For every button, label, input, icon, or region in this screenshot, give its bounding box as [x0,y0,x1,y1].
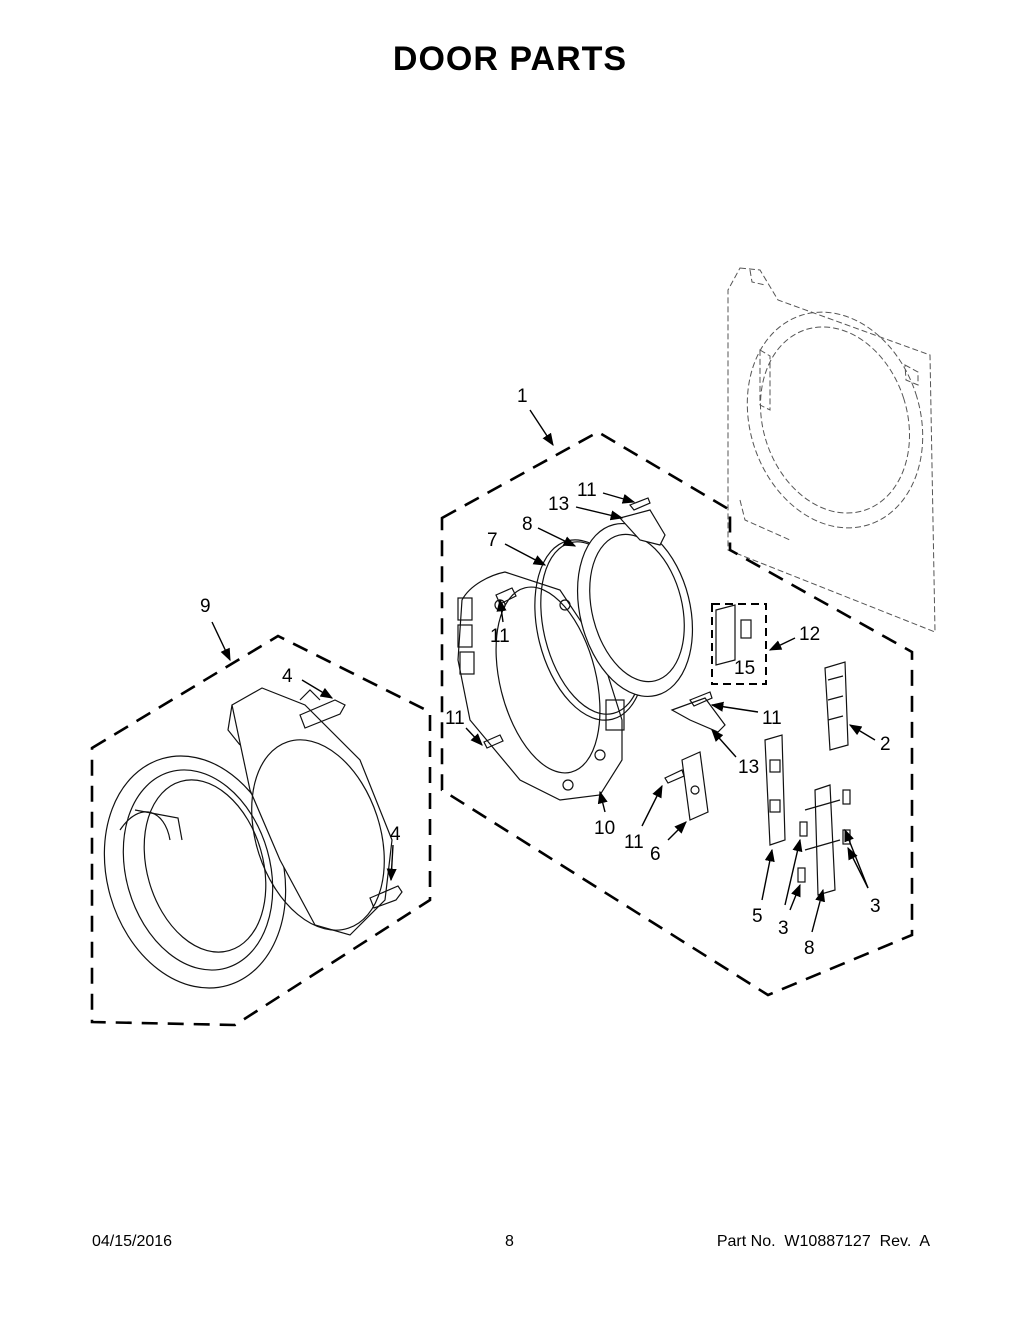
hinge-item-5 [764,734,786,846]
callout-2: 2 [880,734,891,755]
outer-door-panel [103,755,287,989]
callout-1: 1 [517,386,528,407]
callout-13-bottom: 13 [738,757,759,778]
callout-3-right: 3 [870,896,881,917]
screws-4 [299,699,403,909]
top-bracket [618,509,666,546]
pin-3a [799,821,808,837]
door-trim-ring [227,687,393,936]
footer-page-number: 8 [505,1233,514,1250]
callout-12: 12 [799,624,820,645]
callout-4-top: 4 [282,666,293,687]
cabinet-front-panel [727,267,936,633]
callout-5: 5 [752,906,763,927]
door-assembly-group-outline [440,430,914,997]
pin-3b [797,867,806,883]
callout-11-left: 11 [490,626,510,647]
callout-3-left: 3 [778,918,789,939]
callout-11-top: 11 [577,480,597,501]
door-front-group-outline [90,634,432,1027]
callout-11-right: 11 [762,708,782,729]
screw-11-right [689,691,713,707]
screw-11-bottom-left [483,734,504,749]
callout-10: 10 [594,818,615,839]
hinge-bracket-13 [670,697,726,733]
screw-11-top [629,497,651,511]
footer-part-number: Part No. W10887127 Rev. A [716,1233,930,1250]
latch-group-12-outline [711,603,767,685]
callout-7: 7 [487,530,498,551]
callout-15: 15 [734,658,755,679]
door-handle-item-2 [824,661,849,751]
callout-8-hinge: 8 [804,938,815,959]
callout-4-bottom: 4 [390,824,401,845]
callout-9: 9 [200,596,211,617]
leader-lines [211,409,876,933]
glass-item-8 [576,522,694,698]
footer-date: 04/15/2016 [92,1233,173,1250]
pin-3c [842,789,851,805]
callout-8-glass: 8 [522,514,533,535]
latch-part-12 [715,604,736,666]
callout-6: 6 [650,844,661,865]
hinge-item-8-lower [814,784,836,896]
page-title: DOOR PARTS [392,40,628,78]
callout-11-lower: 11 [624,832,644,853]
callout-13-top: 13 [548,494,569,515]
callout-11-bottom-left: 11 [445,708,465,729]
latch-part-15 [740,619,752,639]
screw-11-lower [664,769,685,784]
